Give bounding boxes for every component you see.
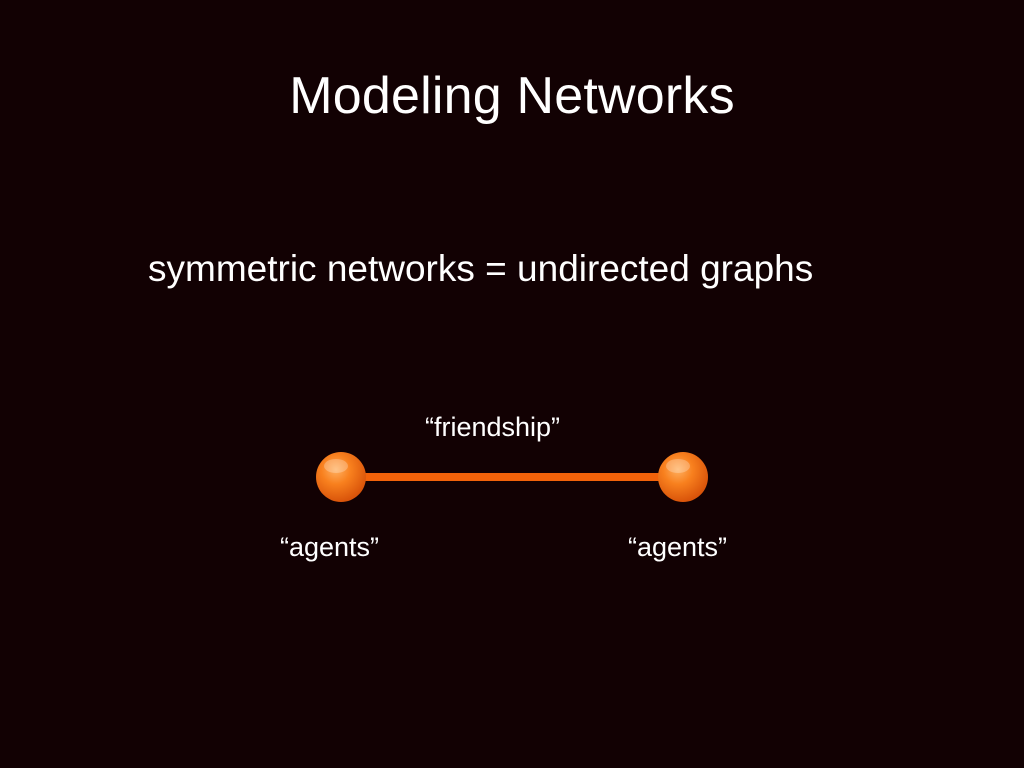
slide-title: Modeling Networks (289, 67, 735, 125)
agent-node-right-shine (666, 459, 690, 473)
node-label-right: “agents” (628, 532, 728, 562)
node-label-left: “agents” (280, 532, 380, 562)
agent-node-right (658, 452, 708, 502)
edge-label-friendship: “friendship” (425, 412, 561, 442)
agent-node-left-shine (324, 459, 348, 473)
agent-node-left (316, 452, 366, 502)
slide-subtitle: symmetric networks = undirected graphs (148, 248, 814, 289)
